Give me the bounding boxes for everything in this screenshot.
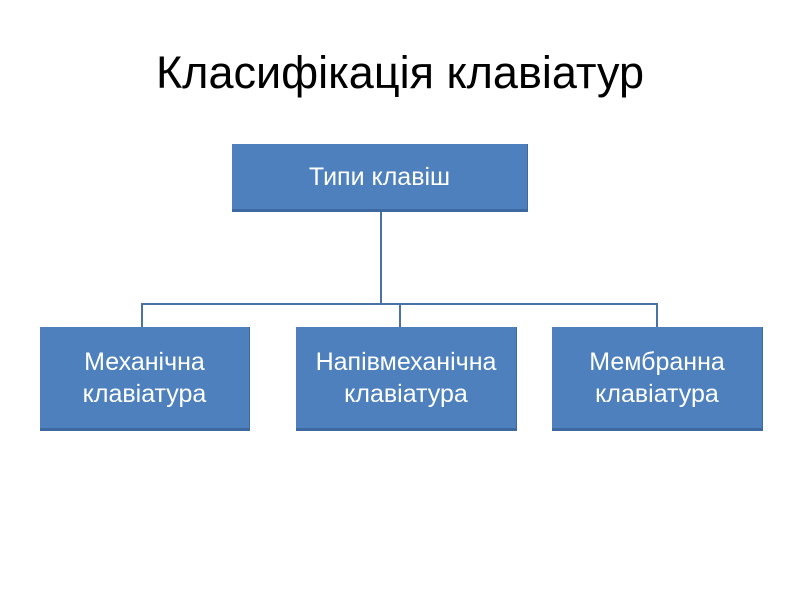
slide-title: Класифікація клавіатур	[155, 47, 645, 98]
connector-horizontal	[141, 303, 658, 305]
node-mechanical-keyboard-label: Механічна клавіатура	[82, 347, 207, 408]
connector-trunk	[380, 212, 382, 305]
node-membrane-keyboard-label: Мембранна клавіатура	[589, 347, 725, 408]
connector-drop-left	[141, 305, 143, 328]
node-key-types: Типи клавіш	[232, 144, 528, 212]
node-semi-mechanical-keyboard-label: Напівмеханічна клавіатура	[315, 347, 497, 408]
node-membrane-keyboard: Мембранна клавіатура	[552, 327, 763, 431]
connector-drop-middle	[399, 305, 401, 328]
node-key-types-label: Типи клавіш	[308, 162, 451, 191]
connector-drop-right	[656, 305, 658, 328]
node-semi-mechanical-keyboard: Напівмеханічна клавіатура	[296, 327, 517, 431]
node-mechanical-keyboard: Механічна клавіатура	[40, 327, 250, 431]
